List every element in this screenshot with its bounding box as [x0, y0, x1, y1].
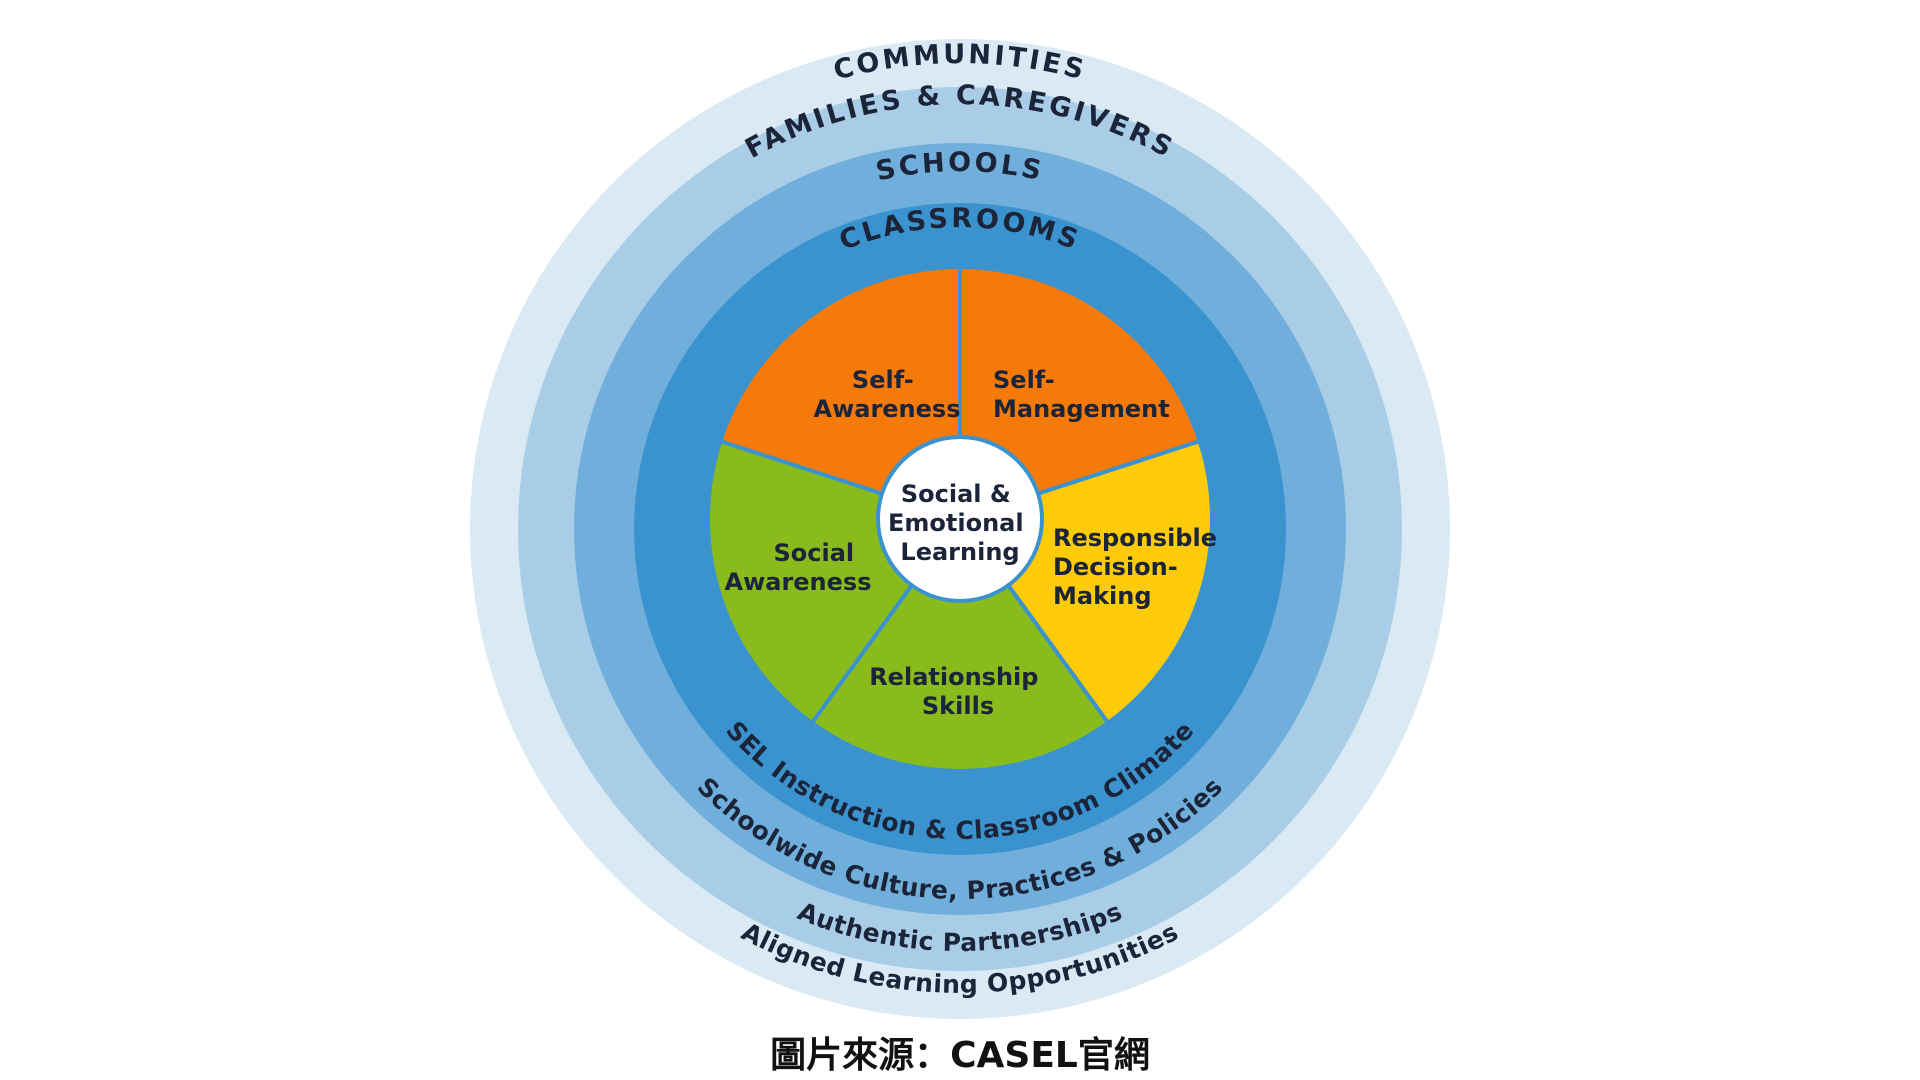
center-sel-label: Social & Emotional Learning [888, 480, 1032, 566]
self-awareness-wedge [718, 265, 962, 521]
self-management-label: Self- Management [993, 366, 1170, 423]
center-circle [876, 435, 1044, 603]
responsible-decision-making-label: Responsible Decision- Making [1053, 524, 1225, 610]
image-source-caption: 圖片來源：CASEL官網 [770, 1035, 1150, 1076]
relationship-skills-label: Relationship Skills [869, 663, 1047, 720]
self-awareness-label: Self- Awareness [814, 366, 961, 423]
relationship-skills-wedge [809, 517, 1111, 773]
self-management-wedge [958, 265, 1202, 521]
social-awareness-label: Social Awareness [725, 539, 872, 596]
